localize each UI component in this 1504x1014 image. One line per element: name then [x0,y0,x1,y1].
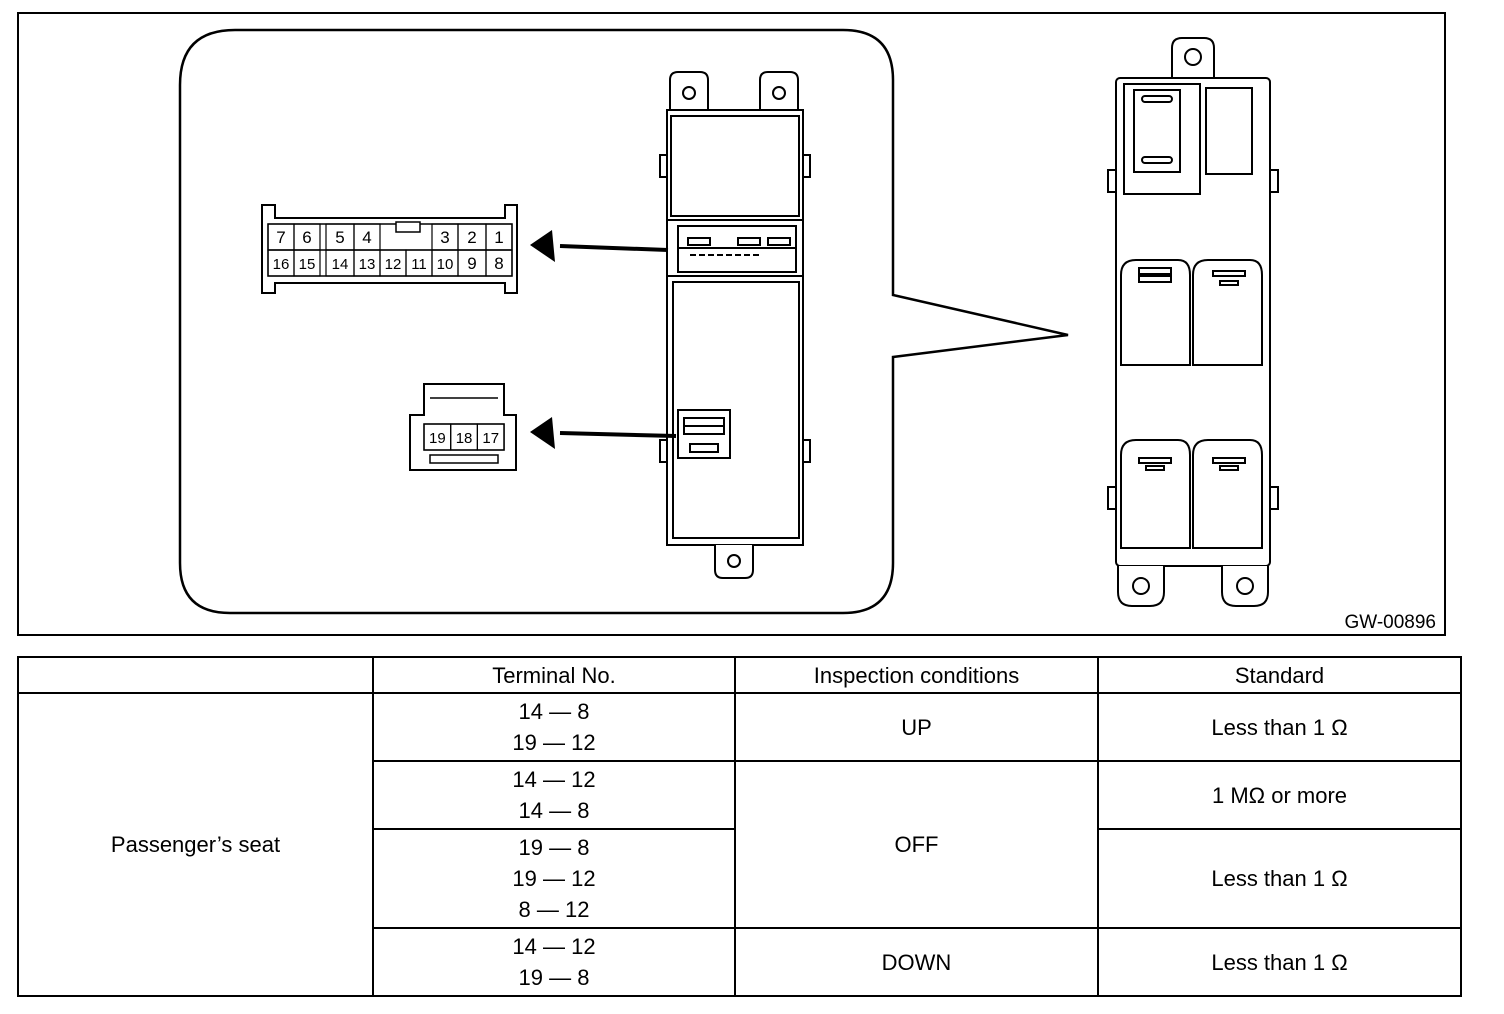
pin-label: 17 [482,430,499,447]
pin-label: 18 [456,430,473,447]
pin-cell [485,249,513,277]
standard-cell: Less than 1 Ω [1097,927,1462,997]
standard-cell: Less than 1 Ω [1097,828,1462,929]
standard-cell: 1 MΩ or more [1097,760,1462,830]
pin-label: 9 [467,254,476,273]
switch-rear-view [659,71,811,579]
switch-front-view [1107,37,1279,607]
terminal-cell: 14 — 8 19 — 12 [372,692,736,762]
table-header [17,656,374,694]
pin-label: 5 [335,228,344,247]
pin-label: 14 [332,256,349,273]
terminal-pair: 19 — 12 [512,866,596,891]
condition-cell: DOWN [734,927,1099,997]
pin-label: 15 [299,256,316,273]
terminal-pair: 14 — 12 [512,767,596,792]
table-row: 14 — 12 14 — 8 OFF 1 MΩ or more [18,760,1462,929]
terminal-pair: 14 — 8 [518,798,590,823]
terminal-pair: 14 — 12 [512,934,596,959]
pin-label: 7 [276,228,285,247]
terminal-pair: 19 — 8 [518,965,590,990]
pin-label: 11 [411,256,427,273]
figure-code: GW-00896 [1344,612,1436,633]
table-header: Inspection conditions [734,656,1099,694]
table-header: Standard [1097,656,1462,694]
table-row: 19 — 8 19 — 12 8 — 12 Less than 1 Ω [18,828,1462,929]
diagram-frame [17,12,1446,636]
pin-cell [293,249,321,277]
connector-3-pin: 19 18 17 [409,383,517,471]
row-label: Passenger’s seat [17,692,374,997]
pin-label: 16 [273,256,290,273]
condition-cell: UP [734,692,1099,762]
terminal-pair: 14 — 8 [518,699,590,724]
pin-label: 2 [467,228,476,247]
terminal-pair: 19 — 8 [518,835,590,860]
connector-arrow [530,417,677,449]
table-header: Terminal No. [372,656,736,694]
inspection-table: Terminal No. Inspection conditions Stand… [17,656,1462,997]
terminal-cell: 19 — 8 19 — 12 8 — 12 [372,828,736,929]
table-header-row: Terminal No. Inspection conditions Stand… [17,656,1462,694]
callout-bubble [178,28,1069,615]
table-row: 14 — 12 19 — 8 DOWN Less than 1 Ω [18,927,1462,997]
terminal-cell: 14 — 12 14 — 8 [372,760,736,830]
pin-label: 8 [494,254,503,273]
pin-label: 13 [359,256,376,273]
terminal-pair: 8 — 12 [518,897,590,922]
connector-arrow [530,230,669,262]
terminal-pair: 19 — 12 [512,730,596,755]
pin-label: 3 [440,228,449,247]
pin-cell [476,423,505,451]
pin-label: 6 [302,228,311,247]
pin-label: 1 [494,228,503,247]
pin-label: 19 [429,430,446,447]
terminal-cell: 14 — 12 19 — 8 [372,927,736,997]
pin-label: 4 [362,228,371,247]
pin-label: 10 [437,256,454,273]
pin-label: 12 [385,256,402,273]
standard-cell: Less than 1 Ω [1097,692,1462,762]
condition-cell: OFF [734,760,1099,929]
table-row: Passenger’s seat 14 — 8 19 — 12 UP Less … [17,692,1462,997]
